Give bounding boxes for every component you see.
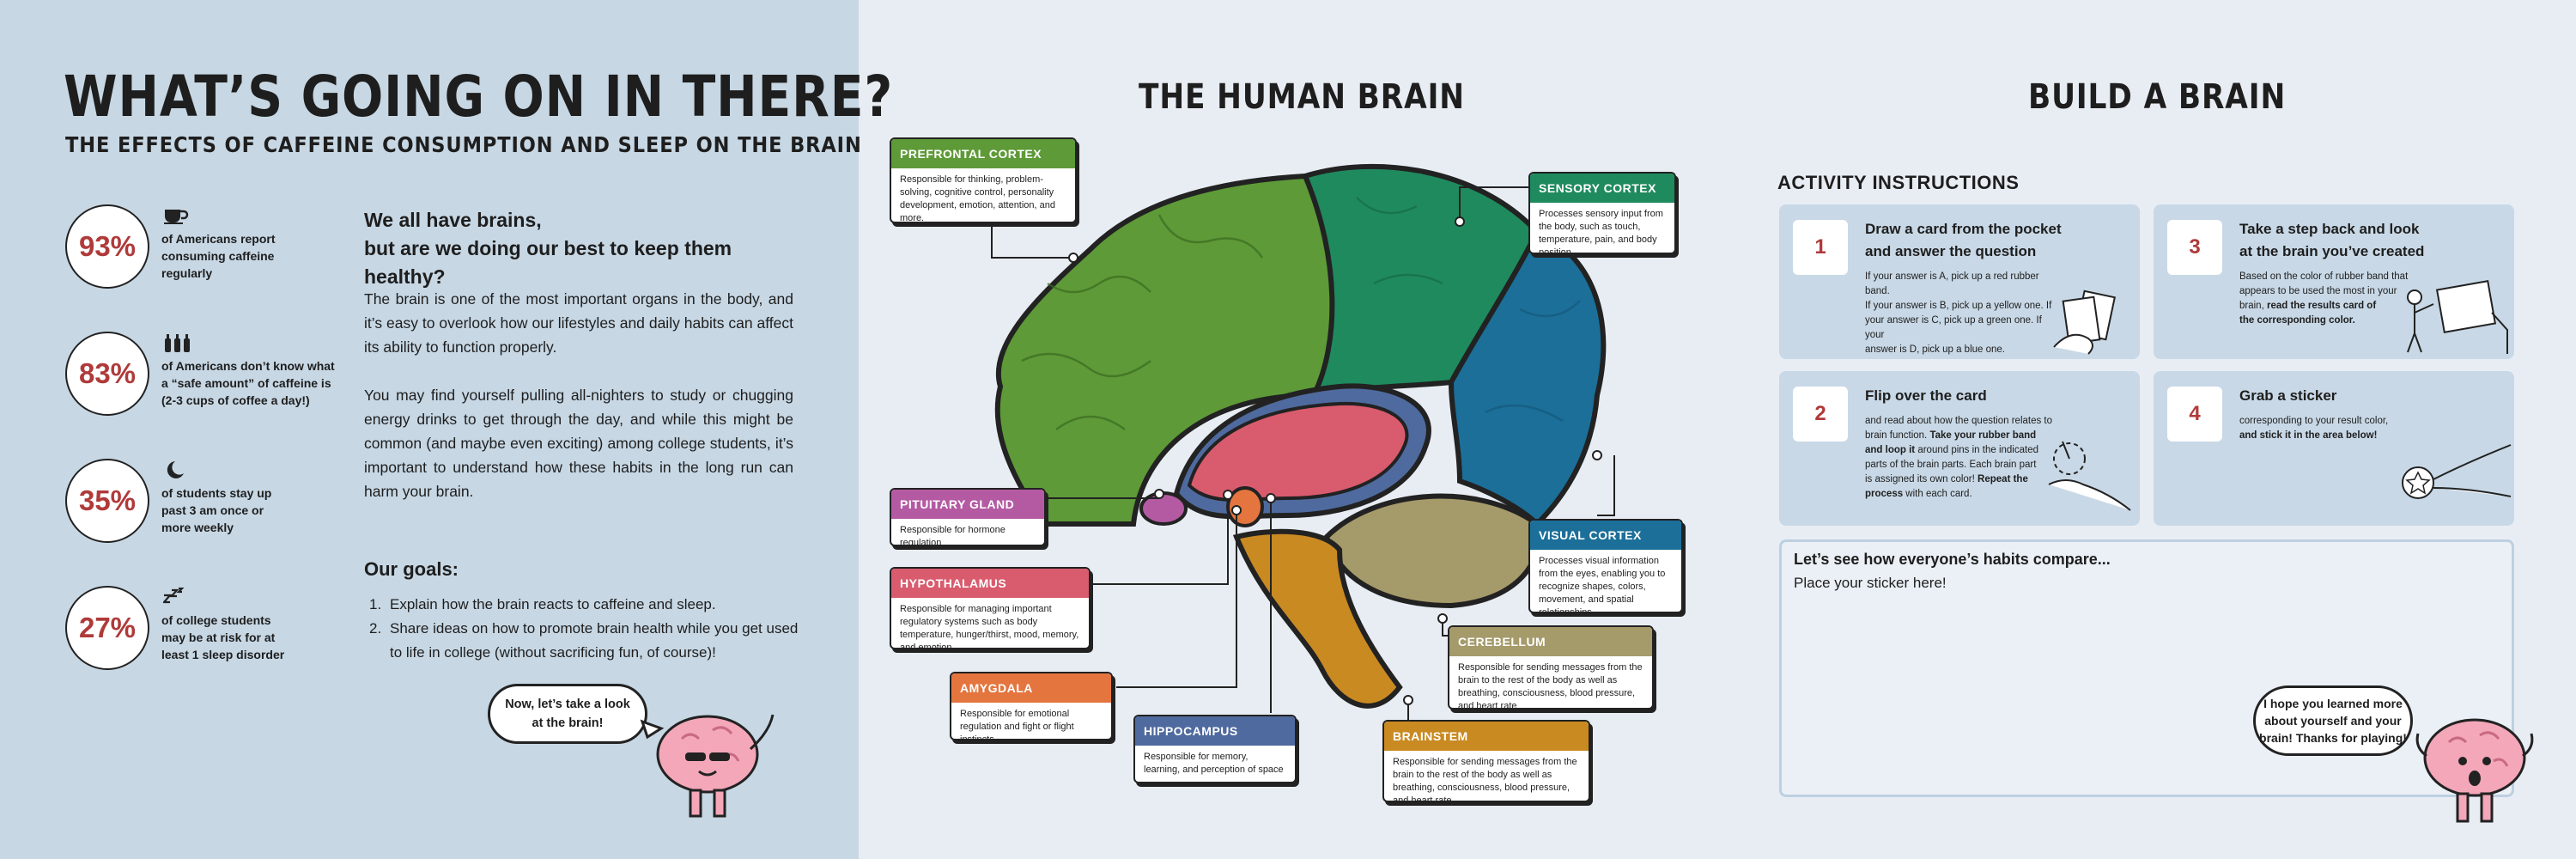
build-section-title: BUILD A BRAIN	[2028, 77, 2287, 117]
brain-section-title: THE HUMAN BRAIN	[1139, 77, 1465, 117]
moon-icon	[167, 461, 184, 478]
sticker-area[interactable]: Let’s see how everyone’s habits compare.…	[1779, 539, 2514, 797]
goals-list: 1.Explain how the brain reacts to caffei…	[369, 593, 799, 665]
label-hypothalamus: HYPOTHALAMUS Responsible for managing im…	[890, 567, 1091, 649]
visual-cortex-region	[1448, 228, 1607, 528]
label-visual-cortex: VISUAL CORTEX Processes visual informati…	[1528, 519, 1683, 613]
hands-rubber-band-icon	[2048, 441, 2131, 511]
instruction-card-4: 4 Grab a sticker corresponding to your r…	[2154, 371, 2514, 526]
bottles-icon	[165, 334, 190, 352]
sticker-area-title: Let’s see how everyone’s habits compare.…	[1794, 551, 2111, 568]
stat-value: 35%	[65, 459, 149, 543]
intro-heading: We all have brains,but are we doing our …	[364, 209, 732, 288]
label-pituitary-gland: PITUITARY GLAND Responsible for hormone …	[890, 488, 1046, 546]
label-brainstem: BRAINSTEM Responsible for sending messag…	[1382, 720, 1590, 802]
brain-mascot-icon	[2415, 718, 2534, 823]
intro-paragraph: The brain is one of the most important o…	[364, 290, 793, 356]
instruction-card-2: 2 Flip over the card and read about how …	[1779, 371, 2140, 526]
hand-holding-sticker-icon	[2402, 444, 2512, 499]
cerebellum-region	[1323, 493, 1541, 609]
stat-value: 83%	[65, 332, 149, 416]
label-cerebellum: CEREBELLUM Responsible for sending messa…	[1448, 625, 1654, 710]
brainstem-region	[1232, 528, 1403, 709]
page-title: WHAT’S GOING ON IN THERE?	[64, 64, 894, 130]
stat-value: 93%	[65, 204, 149, 289]
coffee-cup-icon	[164, 210, 189, 224]
goal-item: 1.Explain how the brain reacts to caffei…	[369, 596, 716, 612]
label-hippocampus: HIPPOCAMPUS Responsible for memory, lear…	[1133, 715, 1297, 783]
person-looking-at-board-icon	[2407, 280, 2508, 354]
sticker-area-prompt: Place your sticker here!	[1794, 575, 1947, 591]
goals-heading: Our goals:	[364, 558, 459, 580]
label-amygdala: AMYGDALA Responsible for emotional regul…	[950, 672, 1113, 740]
hand-holding-cards-icon	[2053, 289, 2116, 355]
goal-item: 2.Share ideas on how to promote brain he…	[369, 620, 799, 661]
brain-mascot-icon	[640, 714, 775, 818]
activity-instructions-heading: ACTIVITY INSTRUCTIONS	[1777, 172, 2020, 193]
brain-diagram	[991, 163, 1615, 735]
sleep-zzz-icon	[163, 588, 185, 604]
label-prefrontal-cortex: PREFRONTAL CORTEX Responsible for thinki…	[890, 137, 1077, 223]
label-sensory-cortex: SENSORY CORTEX Processes sensory input f…	[1528, 172, 1676, 254]
stat-value: 27%	[65, 586, 149, 670]
page-subtitle: THE EFFECTS OF CAFFEINE CONSUMPTION AND …	[65, 132, 862, 157]
intro-paragraph: You may find yourself pulling all-nighte…	[364, 387, 793, 500]
